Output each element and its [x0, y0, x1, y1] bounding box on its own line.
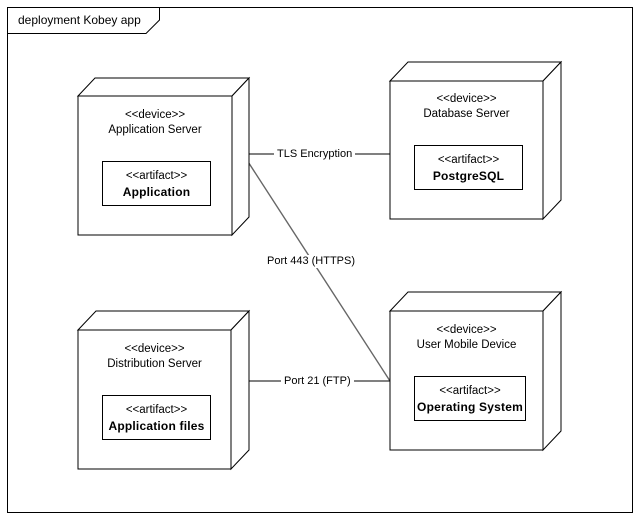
artifact-application-files[interactable]: <<artifact>> Application files — [102, 395, 211, 440]
node-side-face — [542, 290, 562, 452]
node-stereotype: <<device>> — [436, 93, 497, 105]
artifact-name: Application — [122, 185, 191, 199]
node-stereotype: <<device>> — [124, 109, 186, 121]
diagram-title: deployment Kobey app — [18, 13, 141, 27]
artifact-name: Application files — [108, 419, 205, 433]
node-side-face — [231, 76, 250, 237]
node-stereotype: <<device>> — [436, 324, 497, 336]
node-stereotype: <<device>> — [124, 343, 185, 355]
node-top-face — [388, 291, 563, 312]
node-side-face — [542, 60, 562, 221]
artifact-name: PostgreSQL — [432, 169, 505, 183]
artifact-stereotype: <<artifact>> — [125, 170, 188, 182]
node-name: Distribution Server — [107, 358, 202, 370]
node-distribution-server[interactable]: <<device>> Distribution Server <<artifac… — [76, 309, 251, 471]
node-user-mobile-device[interactable]: <<device>> User Mobile Device <<artifact… — [388, 290, 563, 452]
artifact-stereotype: <<artifact>> — [439, 385, 501, 397]
title-tab-shape — [7, 7, 160, 34]
connector-label-port-21-ftp: Port 21 (FTP) — [281, 375, 354, 388]
diagram-title-tab: deployment Kobey app — [7, 7, 160, 34]
node-name: User Mobile Device — [416, 339, 517, 351]
node-application-server[interactable]: <<device>> Application Server <<artifact… — [76, 76, 251, 237]
artifact-operating-system[interactable]: <<artifact>> Operating System — [414, 376, 526, 421]
artifact-application[interactable]: <<artifact>> Application — [102, 161, 211, 206]
node-top-face — [76, 77, 251, 97]
node-database-server[interactable]: <<device>> Database Server <<artifact>> … — [388, 60, 563, 221]
artifact-stereotype: <<artifact>> — [125, 404, 188, 416]
connector-label-tls-encryption: TLS Encryption — [274, 148, 356, 161]
node-name: Application Server — [108, 124, 202, 136]
node-name: Database Server — [423, 108, 510, 120]
connector-label-port-443-https: Port 443 (HTTPS) — [264, 255, 359, 268]
node-side-face — [230, 309, 250, 471]
node-top-face — [388, 61, 563, 82]
artifact-postgresql[interactable]: <<artifact>> PostgreSQL — [414, 145, 523, 190]
node-top-face — [76, 310, 251, 331]
artifact-name: Operating System — [417, 400, 523, 414]
artifact-stereotype: <<artifact>> — [437, 154, 500, 166]
